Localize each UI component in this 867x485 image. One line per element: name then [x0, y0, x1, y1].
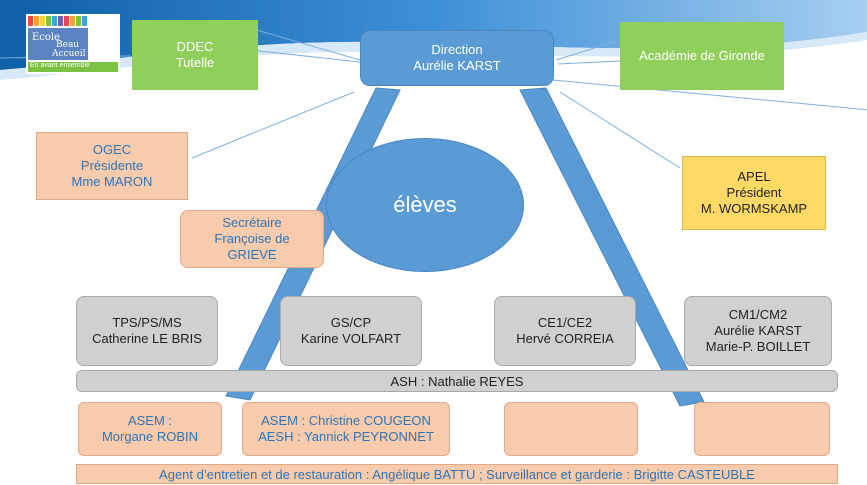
secretary-box: Secrétaire Françoise de GRIEVE — [180, 210, 324, 268]
academie-label: Académie de Gironde — [639, 47, 765, 63]
direction-box: Direction Aurélie KARST — [360, 30, 554, 86]
apel-box: APEL Président M. WORMSKAMP — [682, 156, 826, 230]
direction-title: Direction — [431, 41, 483, 57]
logo-word-1: Ecole — [32, 32, 61, 43]
ogec-role: Présidente — [80, 157, 144, 173]
class-box-cm: CM1/CM2 Aurélie KARST Marie-P. BOILLET — [684, 296, 832, 366]
class-box-gscp: GS/CP Karine VOLFART — [280, 296, 422, 366]
secretary-name-2: GRIEVE — [227, 247, 277, 263]
ogec-title: OGEC — [92, 141, 132, 157]
class-teacher: Aurélie KARST — [714, 322, 802, 338]
ddec-box: DDEC Tutelle — [132, 20, 258, 90]
ash-bar: ASH : Nathalie REYES — [76, 370, 838, 392]
class-level: GS/CP — [330, 314, 372, 330]
class-box-ce: CE1/CE2 Hervé CORREIA — [494, 296, 636, 366]
direction-name: Aurélie KARST — [413, 58, 501, 73]
school-logo: Ecole Beau Accueil En avant ensemble — [26, 14, 120, 74]
class-teacher-2: Marie-P. BOILLET — [705, 339, 811, 355]
staff-box-4 — [694, 402, 830, 456]
staff-box-2: ASEM : Christine COUGEON AESH : Yannick … — [242, 402, 450, 456]
logo-word-3: Accueil — [52, 49, 86, 59]
class-level: TPS/PS/MS — [112, 314, 182, 330]
apel-role: Président — [726, 184, 782, 200]
apel-title: APEL — [737, 168, 771, 184]
students-ellipse: élèves — [326, 138, 524, 272]
staff-name: Morgane ROBIN — [101, 429, 199, 444]
agent-label: Agent d’entretien et de restauration : A… — [159, 466, 755, 482]
ddec-title: DDEC — [176, 38, 214, 54]
apel-name: M. WORMSKAMP — [700, 201, 808, 217]
agent-bar: Agent d’entretien et de restauration : A… — [76, 464, 838, 484]
staff-box-1: ASEM : Morgane ROBIN — [78, 402, 222, 456]
students-label: élèves — [393, 192, 457, 217]
secretary-name-1: Françoise de — [214, 230, 290, 246]
ogec-name: Mme MARON — [71, 174, 153, 190]
logo-graphic — [26, 14, 120, 74]
class-teacher: Catherine LE BRIS — [92, 331, 202, 346]
secretary-title: Secrétaire — [222, 214, 282, 230]
staff-box-3 — [504, 402, 638, 456]
staff-role: ASEM : — [127, 412, 173, 428]
staff-role-2: AESH : Yannick PEYRONNET — [258, 429, 434, 444]
class-box-tps: TPS/PS/MS Catherine LE BRIS — [76, 296, 218, 366]
logo-tagline: En avant ensemble — [30, 62, 90, 69]
logo-word-2: Beau — [56, 40, 80, 50]
ogec-box: OGEC Présidente Mme MARON — [36, 132, 188, 200]
class-level: CE1/CE2 — [537, 314, 593, 330]
class-teacher: Hervé CORREIA — [516, 331, 614, 346]
class-teacher: Karine VOLFART — [300, 331, 402, 346]
staff-role-1: ASEM : Christine COUGEON — [261, 412, 431, 428]
ash-label: ASH : Nathalie REYES — [390, 373, 524, 389]
class-level: CM1/CM2 — [728, 306, 788, 322]
academie-box: Académie de Gironde — [620, 22, 784, 90]
ddec-subtitle: Tutelle — [175, 55, 215, 70]
